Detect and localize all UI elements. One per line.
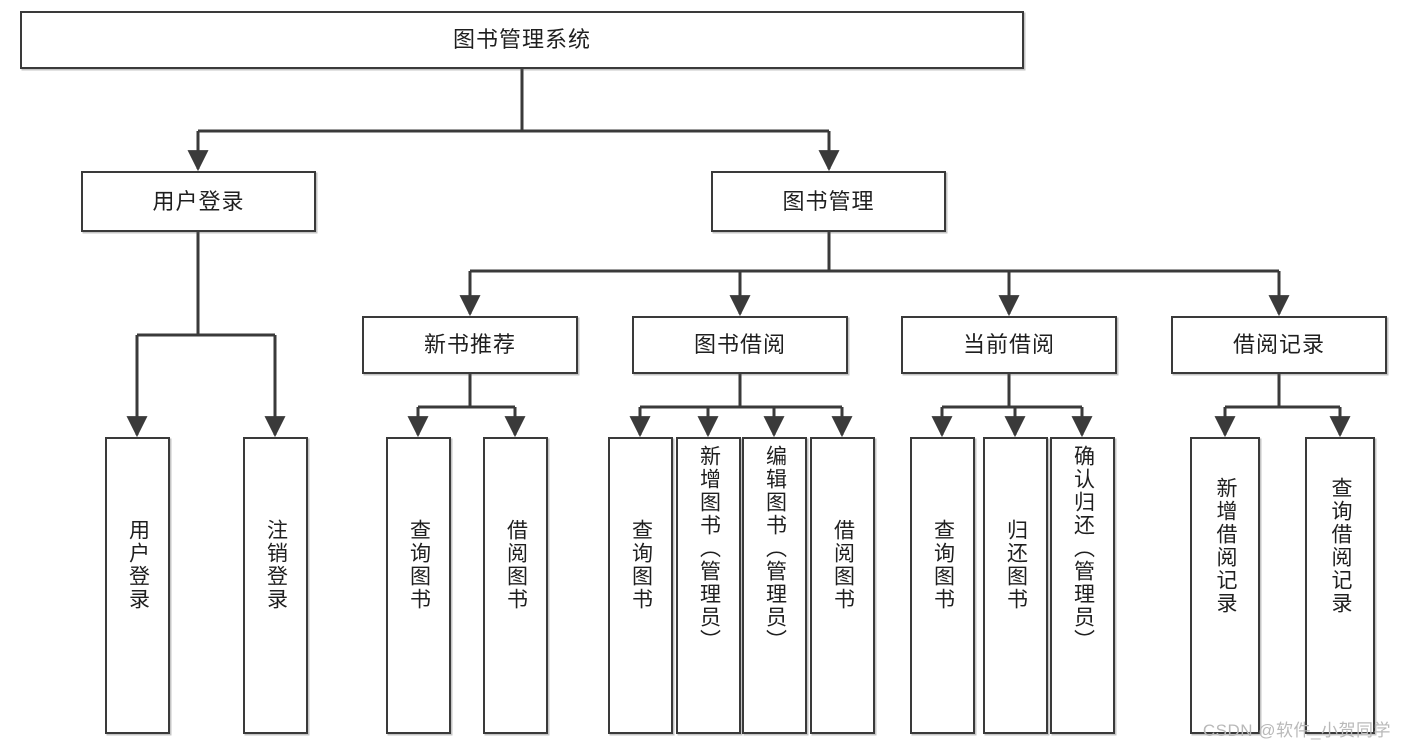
leaf-confirm-return-admin-label: 确认归还（管理员）	[1071, 445, 1095, 652]
node-borrow-record-label: 借阅记录	[1232, 332, 1325, 358]
edges-group	[126, 69, 1351, 438]
leaf-logout[interactable]: 注销登录	[243, 437, 308, 734]
node-book-management-label: 图书管理	[782, 188, 875, 214]
leaf-add-book-admin[interactable]: 新增图书（管理员）	[676, 437, 741, 734]
leaf-query-book-recommend-label: 查询图书	[407, 519, 431, 611]
node-root-label: 图书管理系统	[452, 27, 591, 53]
leaf-query-book-recommend[interactable]: 查询图书	[386, 437, 451, 734]
node-root[interactable]: 图书管理系统	[20, 11, 1024, 69]
leaf-edit-book-admin-label: 编辑图书（管理员）	[763, 445, 787, 652]
leaf-user-login-label: 用户登录	[126, 519, 150, 611]
leaf-add-borrow-record-label: 新增借阅记录	[1214, 477, 1238, 615]
leaf-query-borrow-record-label: 查询借阅记录	[1329, 477, 1353, 615]
leaf-add-borrow-record[interactable]: 新增借阅记录	[1190, 437, 1260, 734]
csdn-watermark: CSDN @软件_小贺同学	[1202, 721, 1391, 740]
leaf-user-login[interactable]: 用户登录	[105, 437, 170, 734]
node-current-borrow[interactable]: 当前借阅	[901, 316, 1117, 374]
leaf-return-book-label: 归还图书	[1004, 519, 1028, 611]
node-current-borrow-label: 当前借阅	[962, 332, 1055, 358]
leaf-add-book-admin-label: 新增图书（管理员）	[697, 445, 721, 652]
node-new-book-recommend[interactable]: 新书推荐	[362, 316, 578, 374]
node-borrow-record[interactable]: 借阅记录	[1171, 316, 1387, 374]
leaf-query-borrow-record[interactable]: 查询借阅记录	[1305, 437, 1375, 734]
leaf-borrow-book[interactable]: 借阅图书	[810, 437, 875, 734]
leaf-borrow-book-recommend-label: 借阅图书	[504, 519, 528, 611]
leaf-query-book-current-label: 查询图书	[931, 519, 955, 611]
node-new-book-recommend-label: 新书推荐	[423, 332, 516, 358]
leaf-query-book[interactable]: 查询图书	[608, 437, 673, 734]
node-user-login[interactable]: 用户登录	[81, 171, 316, 232]
node-user-login-label: 用户登录	[152, 188, 245, 214]
leaf-borrow-book-label: 借阅图书	[831, 519, 855, 611]
leaf-edit-book-admin[interactable]: 编辑图书（管理员）	[742, 437, 807, 734]
leaf-logout-label: 注销登录	[264, 519, 288, 611]
leaf-query-book-label: 查询图书	[629, 519, 653, 611]
node-book-borrow[interactable]: 图书借阅	[632, 316, 848, 374]
leaf-return-book[interactable]: 归还图书	[983, 437, 1048, 734]
leaf-borrow-book-recommend[interactable]: 借阅图书	[483, 437, 548, 734]
node-book-management[interactable]: 图书管理	[711, 171, 946, 232]
leaf-query-book-current[interactable]: 查询图书	[910, 437, 975, 734]
leaf-confirm-return-admin[interactable]: 确认归还（管理员）	[1050, 437, 1115, 734]
node-book-borrow-label: 图书借阅	[693, 332, 786, 358]
